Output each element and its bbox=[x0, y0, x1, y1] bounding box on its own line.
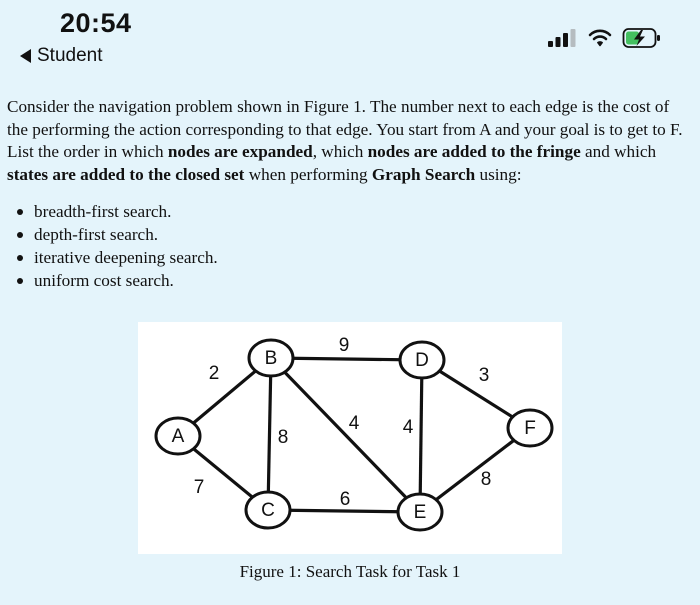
battery-charging-icon bbox=[622, 28, 660, 48]
graph-figure: 2 7 8 9 4 6 4 3 8 A B C D E F bbox=[138, 322, 562, 554]
graph-edge-d-e bbox=[418, 359, 424, 513]
graph-node-a: A bbox=[154, 416, 202, 456]
list-item: uniform cost search. bbox=[7, 269, 693, 292]
graph-node-label: A bbox=[172, 426, 185, 447]
problem-text-segment: when performing bbox=[244, 164, 372, 184]
edge-cost-label-d-e: 4 bbox=[403, 417, 414, 438]
problem-bold-segment: states are added to the closed set bbox=[7, 164, 245, 184]
figure-caption: Figure 1: Search Task for Task 1 bbox=[239, 562, 461, 581]
graph-edge-b-c bbox=[266, 357, 273, 511]
graph-node-f: F bbox=[506, 408, 554, 448]
search-method-list: breadth-first search. depth-first search… bbox=[7, 200, 693, 292]
problem-bold-segment: nodes are expanded bbox=[167, 142, 313, 161]
graph-edge-b-e bbox=[269, 356, 422, 514]
status-time: 20:54 bbox=[60, 8, 132, 38]
graph-node-label: D bbox=[415, 350, 429, 371]
graph-node-label: E bbox=[414, 502, 427, 523]
graph-node-e: E bbox=[396, 492, 444, 532]
edge-cost-label-a-b: 2 bbox=[209, 363, 220, 384]
problem-text-segment: Consider the navigation problem shown in… bbox=[7, 97, 683, 161]
edge-cost-label-c-e: 6 bbox=[340, 489, 351, 510]
graph-node-circle bbox=[154, 416, 202, 456]
graph-node-circle bbox=[506, 408, 554, 448]
edge-cost-label-b-e: 4 bbox=[349, 413, 360, 434]
problem-bold-segment: Graph Search bbox=[371, 164, 476, 184]
cellular-signal-icon bbox=[548, 29, 576, 47]
edge-cost-label-b-c: 8 bbox=[278, 427, 289, 448]
graph-node-circle bbox=[247, 338, 295, 378]
graph-node-b: B bbox=[247, 338, 295, 378]
back-arrow-icon bbox=[20, 49, 31, 63]
graph-node-circle bbox=[244, 490, 292, 530]
edge-cost-label-a-c: 7 bbox=[194, 477, 205, 498]
edge-cost-label-d-f: 3 bbox=[479, 365, 490, 386]
graph-edge-b-d bbox=[270, 356, 423, 362]
wifi-icon bbox=[588, 29, 612, 47]
list-item: depth-first search. bbox=[7, 223, 693, 246]
graph-node-label: C bbox=[261, 500, 275, 521]
graph-node-circle bbox=[398, 340, 446, 380]
status-icons bbox=[548, 26, 662, 50]
graph-node-c: C bbox=[244, 490, 292, 530]
edge-cost-label-b-d: 9 bbox=[339, 335, 350, 356]
graph-edge-c-e bbox=[267, 508, 421, 514]
problem-text: Consider the navigation problem shown in… bbox=[7, 96, 693, 292]
edge-cost-label-e-f: 8 bbox=[481, 469, 492, 490]
graph-node-d: D bbox=[398, 340, 446, 380]
graph-node-label: F bbox=[524, 418, 536, 439]
graph-node-circle bbox=[396, 492, 444, 532]
problem-paragraph: Consider the navigation problem shown in… bbox=[7, 96, 693, 186]
list-item: breadth-first search. bbox=[7, 200, 693, 223]
graph-edge-e-f bbox=[419, 426, 531, 514]
problem-text-segment: , which bbox=[312, 142, 368, 161]
back-button-label: Student bbox=[37, 45, 103, 66]
list-item: iterative deepening search. bbox=[7, 246, 693, 269]
problem-text-segment: and which bbox=[580, 142, 657, 161]
graph-diagram: 2 7 8 9 4 6 4 3 8 A B C D E F bbox=[154, 335, 554, 532]
problem-text-segment: using: bbox=[475, 164, 522, 184]
back-button[interactable]: Student bbox=[20, 45, 103, 67]
problem-bold-segment: nodes are added to the fringe bbox=[367, 142, 581, 161]
graph-node-label: B bbox=[265, 348, 278, 369]
